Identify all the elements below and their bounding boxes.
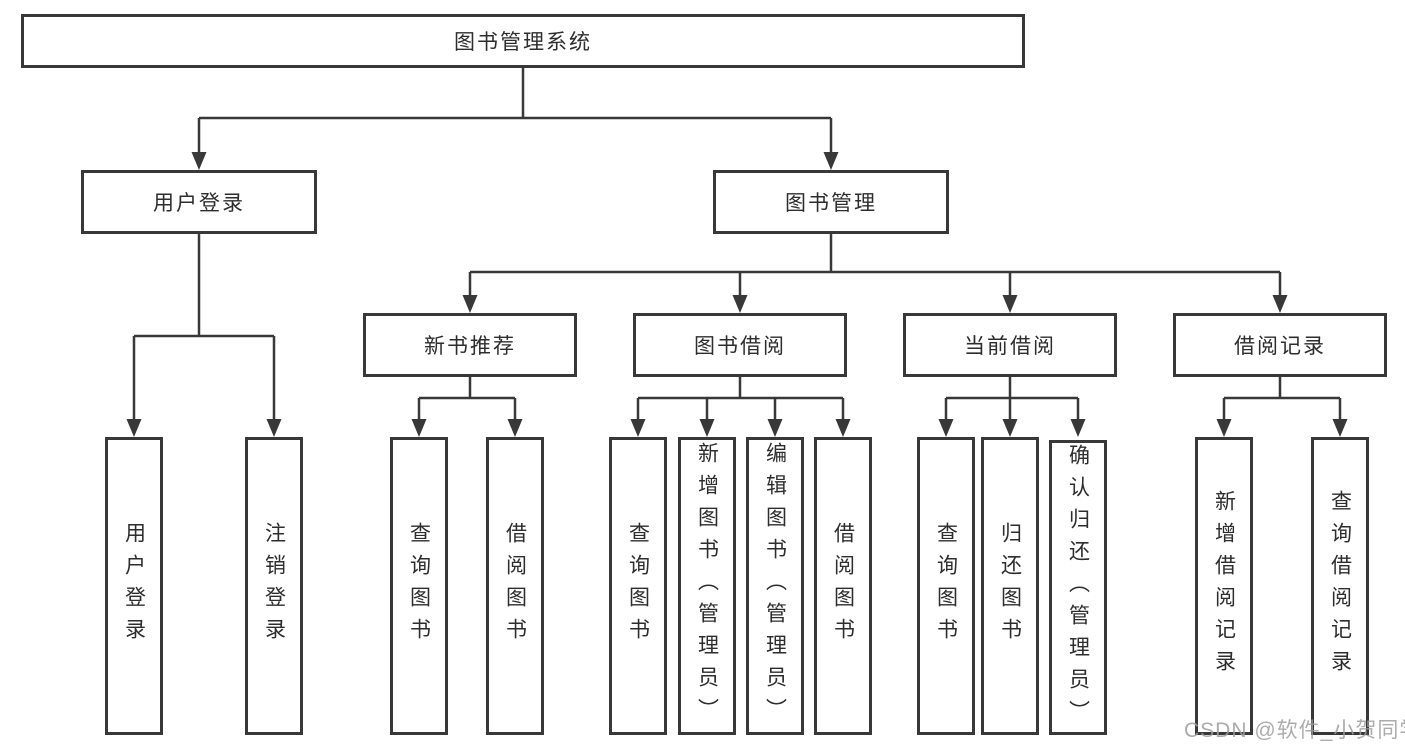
leaf-edit-books-admin: 编辑图书（管理员） bbox=[746, 437, 804, 735]
leaf-query-books-2-label: 查询图书 bbox=[626, 522, 650, 650]
node-new-book-recommend-label: 新书推荐 bbox=[424, 335, 516, 358]
leaf-confirm-return-admin: 确认归还（管理员） bbox=[1049, 440, 1107, 735]
leaf-logout: 注销登录 bbox=[245, 437, 303, 735]
arrowheads bbox=[126, 152, 1348, 437]
node-user-login: 用户登录 bbox=[81, 170, 317, 234]
connector-current-borrow-children bbox=[944, 377, 1080, 421]
node-book-borrow: 图书借阅 bbox=[633, 313, 847, 377]
node-user-login-label: 用户登录 bbox=[153, 192, 245, 215]
leaf-borrow-books-2: 借阅图书 bbox=[814, 437, 872, 735]
leaf-query-borrow-record: 查询借阅记录 bbox=[1311, 437, 1369, 735]
node-root-label: 图书管理系统 bbox=[454, 31, 592, 54]
leaf-user-login: 用户登录 bbox=[105, 437, 163, 735]
leaf-query-books-3-label: 查询图书 bbox=[934, 522, 958, 650]
node-book-management: 图书管理 bbox=[713, 170, 949, 234]
leaf-add-books-admin-label: 新增图书（管理员） bbox=[695, 442, 719, 730]
node-borrow-record: 借阅记录 bbox=[1173, 313, 1387, 377]
connector-new-book-children bbox=[417, 377, 517, 421]
leaf-borrow-books-1: 借阅图书 bbox=[486, 437, 544, 735]
node-current-borrow-label: 当前借阅 bbox=[964, 335, 1056, 358]
leaf-add-books-admin: 新增图书（管理员） bbox=[678, 437, 736, 735]
node-new-book-recommend: 新书推荐 bbox=[363, 313, 577, 377]
leaf-confirm-return-admin-label: 确认归还（管理员） bbox=[1066, 443, 1090, 732]
leaf-add-borrow-record-label: 新增借阅记录 bbox=[1212, 490, 1236, 682]
leaf-user-login-label: 用户登录 bbox=[122, 522, 146, 650]
connector-user-login-children bbox=[132, 234, 276, 421]
node-book-management-label: 图书管理 bbox=[785, 192, 877, 215]
leaf-query-books-2: 查询图书 bbox=[609, 437, 667, 735]
leaf-query-books-3: 查询图书 bbox=[917, 437, 975, 735]
connector-book-borrow-children bbox=[636, 377, 845, 421]
leaf-borrow-books-1-label: 借阅图书 bbox=[503, 522, 527, 650]
leaf-add-borrow-record: 新增借阅记录 bbox=[1195, 437, 1253, 735]
leaf-logout-label: 注销登录 bbox=[262, 522, 286, 650]
node-borrow-record-label: 借阅记录 bbox=[1234, 335, 1326, 358]
leaf-return-books-label: 归还图书 bbox=[998, 522, 1022, 650]
node-root: 图书管理系统 bbox=[21, 14, 1025, 68]
leaf-query-books-1: 查询图书 bbox=[390, 437, 448, 735]
connector-book-mgmt-to-level3 bbox=[468, 234, 1282, 297]
leaf-query-books-1-label: 查询图书 bbox=[407, 522, 431, 650]
node-book-borrow-label: 图书借阅 bbox=[694, 335, 786, 358]
leaf-return-books: 归还图书 bbox=[981, 437, 1039, 735]
leaf-borrow-books-2-label: 借阅图书 bbox=[831, 522, 855, 650]
connector-root-to-level2 bbox=[197, 68, 833, 155]
leaf-edit-books-admin-label: 编辑图书（管理员） bbox=[763, 442, 787, 730]
connector-borrow-record-children bbox=[1222, 377, 1342, 421]
node-current-borrow: 当前借阅 bbox=[903, 313, 1117, 377]
leaf-query-borrow-record-label: 查询借阅记录 bbox=[1328, 490, 1352, 682]
